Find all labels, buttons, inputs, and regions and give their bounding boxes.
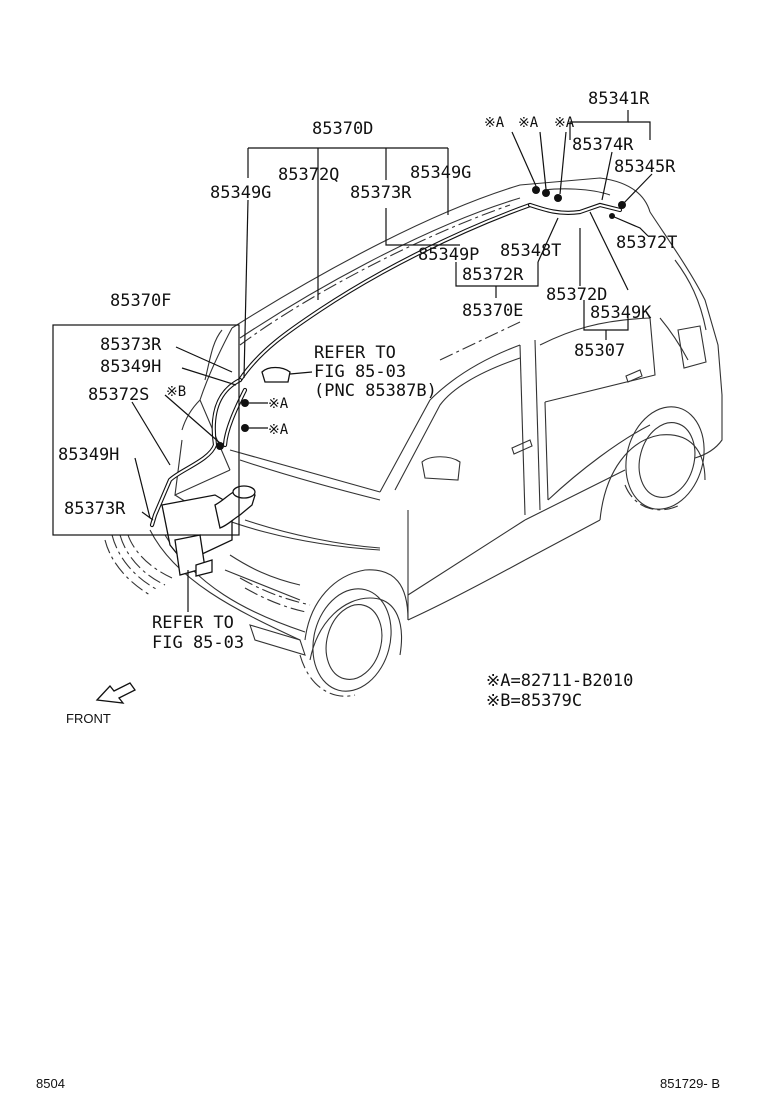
label-85373R-box-bottom: 85373R bbox=[64, 499, 126, 519]
label-85341R: 85341R bbox=[588, 89, 650, 109]
mark-a5: ※A bbox=[268, 422, 289, 438]
label-85372T: 85372T bbox=[616, 233, 677, 253]
car-body-outline bbox=[104, 177, 723, 697]
clip-a3-icon bbox=[554, 194, 562, 202]
clip-a4-icon bbox=[241, 399, 249, 407]
label-85372Q: 85372Q bbox=[278, 165, 339, 185]
ref1-line1: REFER TO bbox=[314, 343, 396, 363]
ref1-line2: FIG 85-03 bbox=[314, 362, 406, 382]
label-85373R-top: 85373R bbox=[350, 183, 412, 203]
label-85349H-top: 85349H bbox=[100, 357, 161, 377]
label-85373R-box-top: 85373R bbox=[100, 335, 162, 355]
label-85349K: 85349K bbox=[590, 303, 652, 323]
front-arrow-icon bbox=[95, 682, 136, 704]
clip-a2-icon bbox=[542, 189, 550, 197]
label-85372D: 85372D bbox=[546, 285, 607, 305]
clip-a5-icon bbox=[241, 424, 249, 432]
part-labels: 85341R 85370D 85374R 85345R 85372Q 85349… bbox=[58, 89, 677, 519]
label-85307: 85307 bbox=[574, 341, 625, 361]
washer-hoses bbox=[149, 202, 623, 528]
mark-b1: ※B bbox=[166, 384, 186, 400]
front-label: FRONT bbox=[66, 711, 111, 726]
label-85370D: 85370D bbox=[312, 119, 373, 139]
mark-labels: ※A ※A ※A ※A ※A ※B bbox=[166, 115, 575, 438]
ref2-line2: FIG 85-03 bbox=[152, 633, 244, 653]
legend: ※A=82711-B2010 ※B=85379C bbox=[486, 671, 633, 711]
clip-a1-icon bbox=[532, 186, 540, 194]
label-85370F: 85370F bbox=[110, 291, 171, 311]
leader-lines bbox=[52, 110, 653, 612]
legend-a: ※A=82711-B2010 bbox=[486, 671, 633, 691]
label-85372R: 85372R bbox=[462, 265, 524, 285]
label-85349G-left: 85349G bbox=[210, 183, 271, 203]
label-85349H-bottom: 85349H bbox=[58, 445, 119, 465]
washer-tank bbox=[161, 485, 256, 577]
label-85349P: 85349P bbox=[418, 245, 479, 265]
label-85349G-right: 85349G bbox=[410, 163, 471, 183]
label-85345R: 85345R bbox=[614, 157, 676, 177]
label-85370E: 85370E bbox=[462, 301, 523, 321]
label-85374R: 85374R bbox=[572, 135, 634, 155]
reference-notes: REFER TO FIG 85-03 (PNC 85387B) REFER TO… bbox=[152, 343, 437, 653]
footer-right-code: 851729- B bbox=[660, 1076, 720, 1091]
mark-a2: ※A bbox=[518, 115, 539, 131]
label-85372S: 85372S bbox=[88, 385, 149, 405]
ref1-line3: (PNC 85387B) bbox=[314, 381, 437, 401]
mark-a1: ※A bbox=[484, 115, 505, 131]
legend-b: ※B=85379C bbox=[486, 691, 582, 711]
clip-b-icon bbox=[216, 442, 224, 450]
footer-left-code: 8504 bbox=[36, 1076, 65, 1091]
mark-a4: ※A bbox=[268, 396, 289, 412]
label-85348T: 85348T bbox=[500, 241, 561, 261]
mark-a3: ※A bbox=[554, 115, 575, 131]
ref2-line1: REFER TO bbox=[152, 613, 234, 633]
